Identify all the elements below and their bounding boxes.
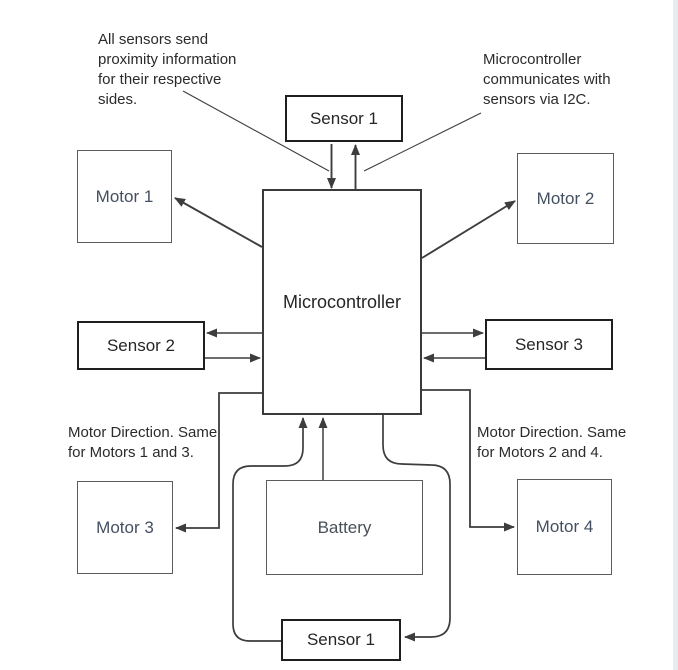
note-i2c-line: communicates with (483, 71, 611, 88)
note-i2c-line: sensors via I2C. (483, 91, 591, 108)
note-motor-direction-right-line: Motor Direction. Same (477, 424, 627, 441)
node-sensor2-label: Sensor 2 (106, 335, 176, 355)
node-motor1: Motor 1 (77, 150, 172, 243)
node-sensor3-label: Sensor 3 (514, 334, 584, 354)
note-motor-direction-left-line: for Motors 1 and 3. (68, 444, 194, 461)
node-motor2-label: Motor 2 (536, 188, 595, 208)
node-sensor1-top-label: Sensor 1 (309, 108, 379, 128)
node-microcontroller: Microcontroller (262, 189, 422, 415)
page-edge-strip (673, 0, 678, 670)
note-sensors-line: for their respective (98, 71, 222, 88)
note-i2c: Microcontroller communicates with sensor… (483, 50, 611, 110)
note-sensors-line: sides. (98, 91, 138, 108)
node-motor4: Motor 4 (517, 479, 612, 575)
node-battery-label: Battery (317, 517, 372, 537)
note-motor-direction-right-line: for Motors 2 and 4. (477, 444, 603, 461)
node-sensor1-bottom: Sensor 1 (281, 619, 401, 661)
node-sensor1-top: Sensor 1 (285, 95, 403, 142)
node-battery: Battery (266, 480, 423, 575)
node-motor4-label: Motor 4 (535, 517, 594, 536)
node-sensor2: Sensor 2 (77, 321, 205, 370)
note-sensors: All sensors send proximity information f… (98, 30, 236, 110)
note-motor-direction-left-line: Motor Direction. Same (68, 424, 218, 441)
node-motor1-label: Motor 1 (95, 186, 154, 206)
note-sensors-line: All sensors send (98, 31, 209, 48)
node-sensor3: Sensor 3 (485, 319, 613, 370)
node-microcontroller-label: Microcontroller (282, 291, 402, 312)
note-i2c-line: Microcontroller (483, 51, 582, 68)
connector-micro-to-motor1 (174, 197, 263, 248)
node-sensor1-bottom-label: Sensor 1 (306, 630, 376, 649)
connector-micro-to-motor2 (421, 200, 516, 259)
node-motor3-label: Motor 3 (96, 517, 154, 537)
note-motor-direction-right: Motor Direction. Same for Motors 2 and 4… (477, 423, 626, 463)
note-motor-direction-left: Motor Direction. Same for Motors 1 and 3… (68, 423, 217, 463)
note-sensors-line: proximity information (98, 51, 237, 68)
node-motor3: Motor 3 (77, 481, 173, 574)
node-motor2: Motor 2 (517, 153, 614, 244)
